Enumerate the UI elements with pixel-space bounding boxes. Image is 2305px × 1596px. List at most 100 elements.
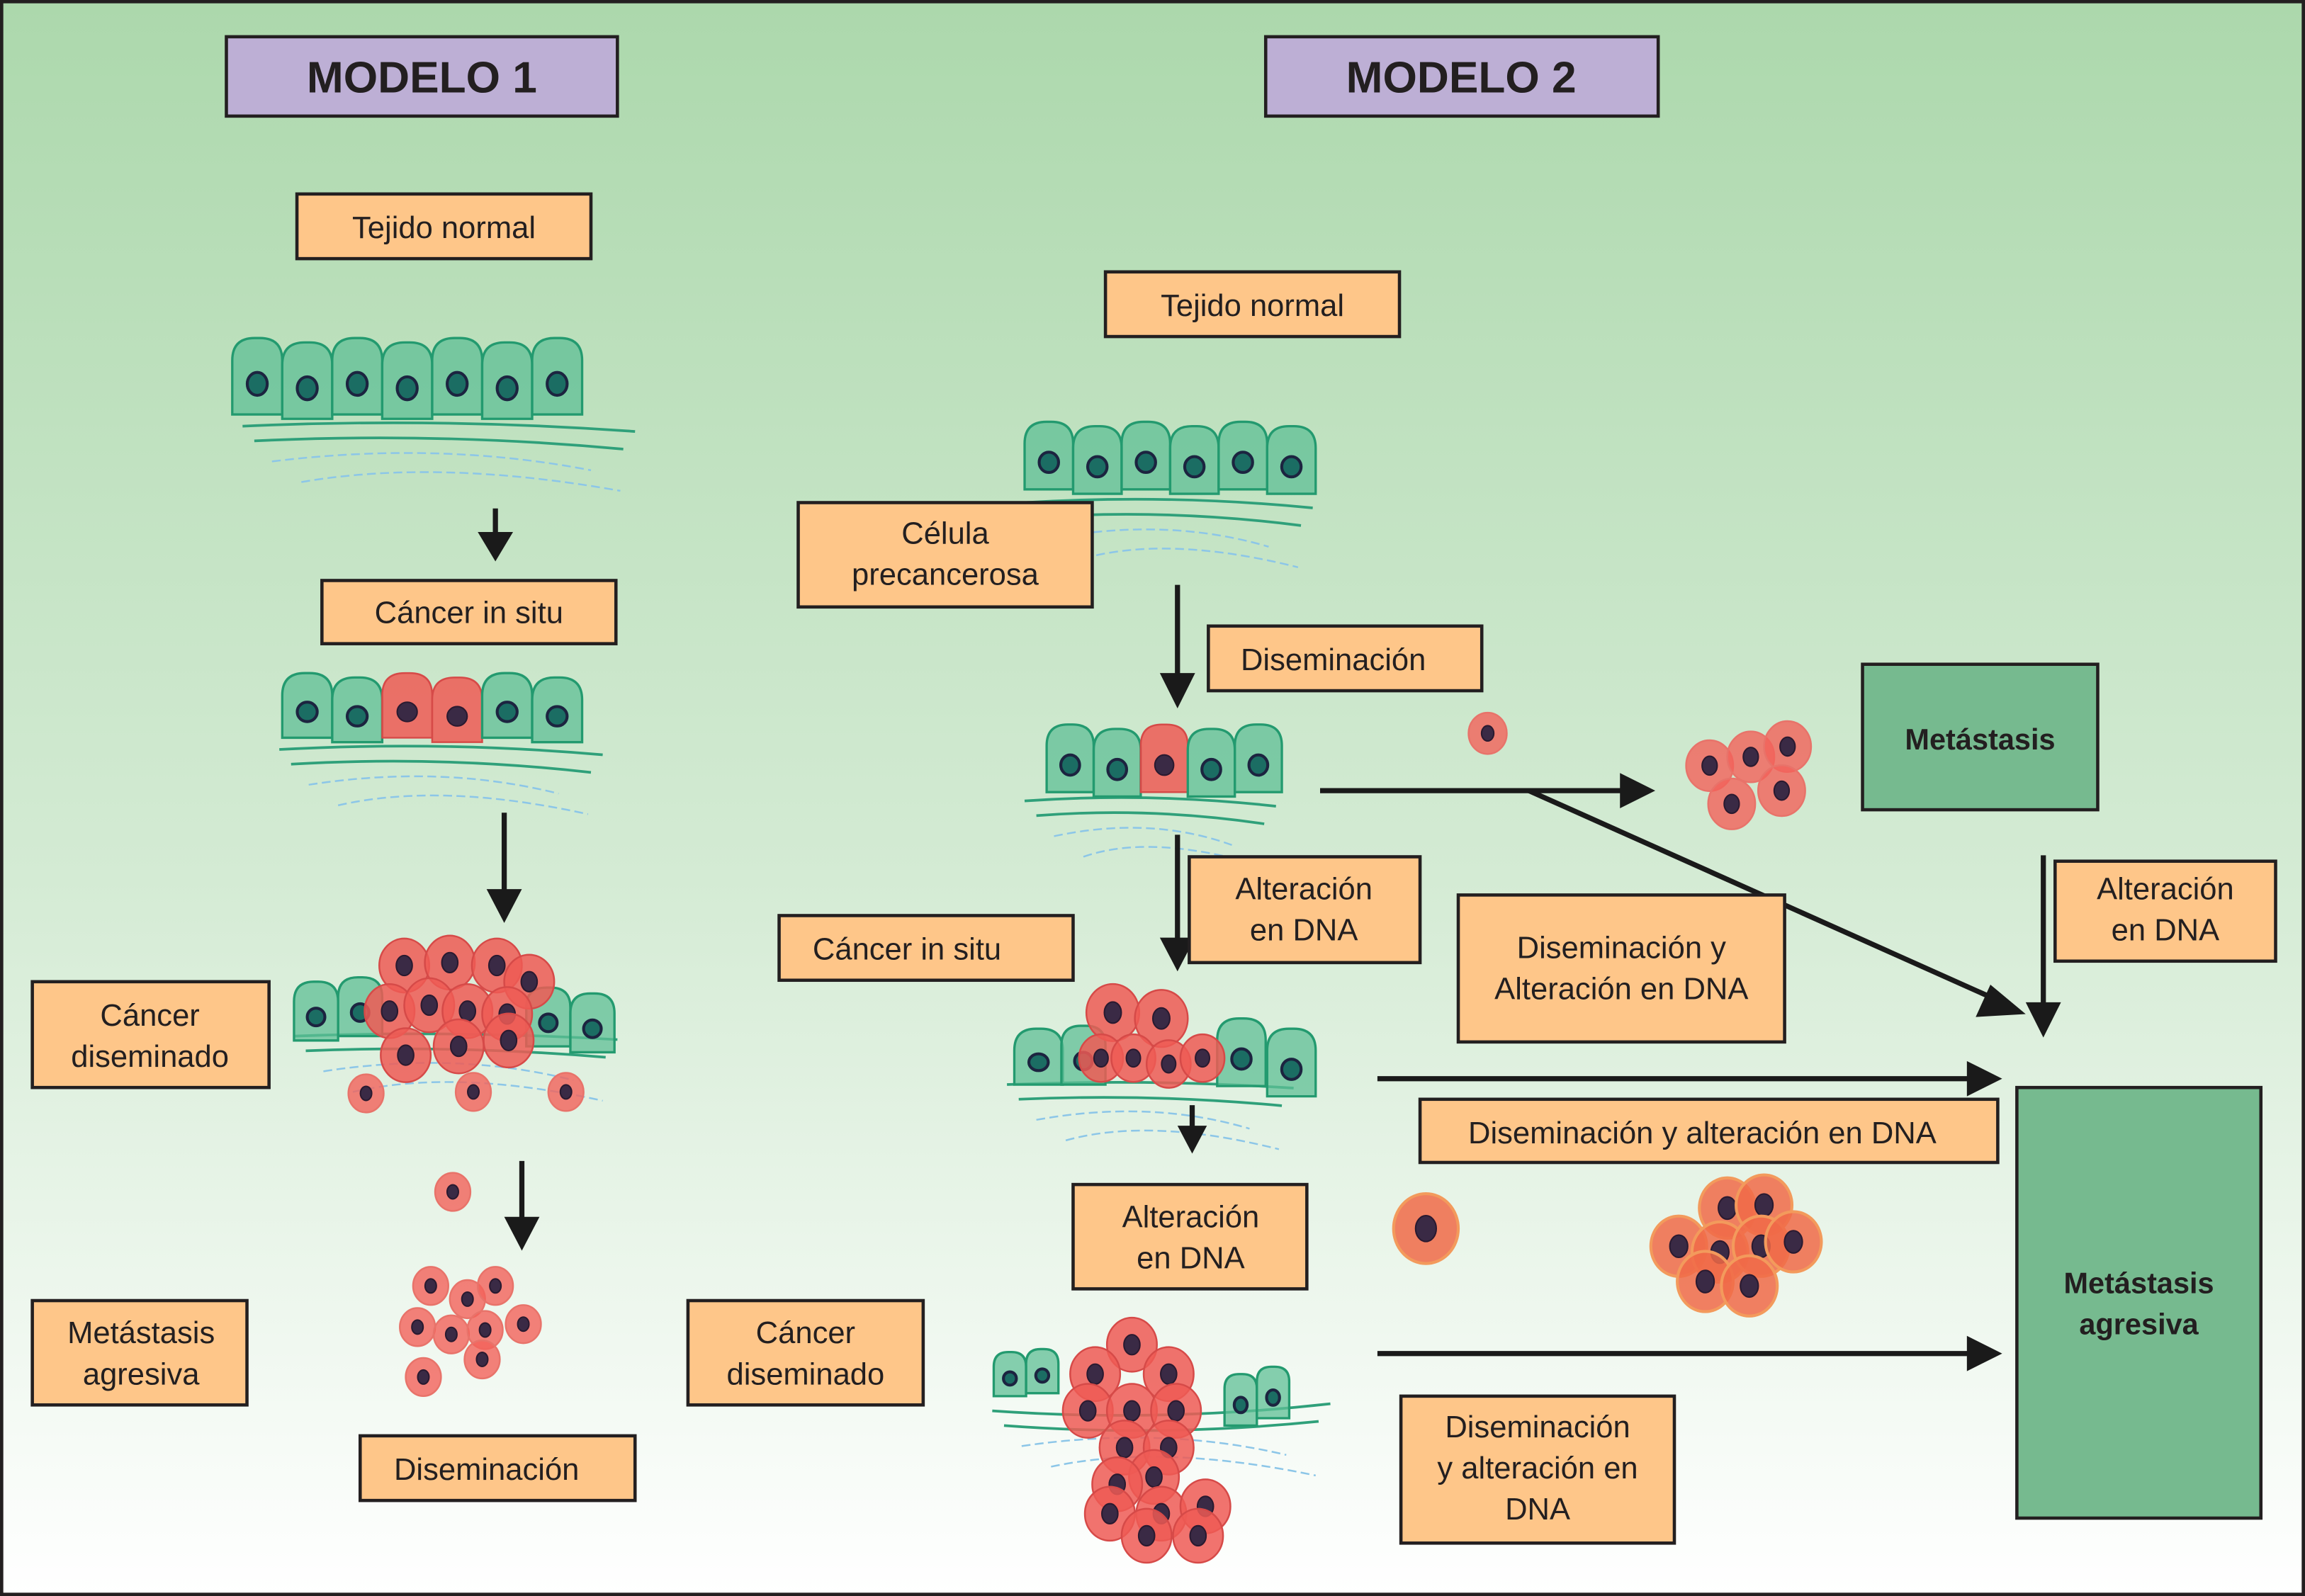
nucleus <box>1232 1396 1249 1415</box>
m2-arrow-1 <box>1159 584 1195 708</box>
m1-label-aggressive-metastasis: Metástasis agresiva <box>30 1298 249 1407</box>
nucleus <box>582 1018 603 1039</box>
m2-normal-tissue-illustration <box>1023 420 1317 568</box>
nucleus <box>1669 1234 1689 1259</box>
m1-arrow-2 <box>486 813 522 923</box>
nucleus <box>1059 753 1081 777</box>
nucleus <box>520 970 539 992</box>
m1-label-disseminated: Cáncer diseminado <box>30 980 271 1090</box>
m2-orange-cluster <box>1649 1173 1823 1318</box>
nucleus <box>395 954 413 977</box>
m2-in-situ-text: Cáncer in situ <box>813 933 1001 967</box>
m2-dna-right-line2: en DNA <box>2112 914 2219 948</box>
nucleus <box>411 1319 424 1335</box>
nucleus <box>458 1000 477 1022</box>
nucleus <box>1145 1466 1163 1488</box>
m2-normal-tissue-text: Tejido normal <box>1161 289 1344 323</box>
nucleus <box>1200 757 1222 781</box>
m2-dissemination-text: Diseminación <box>1241 643 1426 677</box>
m2-label-dna-alteration-right: Alteración en DNA <box>2053 859 2277 963</box>
nucleus <box>1161 1054 1177 1074</box>
basement-membrane <box>1024 796 1276 808</box>
m1-dissemination-text: Diseminación <box>394 1453 579 1487</box>
m1-metastasis-illustration <box>399 1172 542 1398</box>
connective-fiber <box>1083 548 1299 568</box>
nucleus <box>1154 754 1175 776</box>
m2-box-aggressive-metastasis: Metástasis agresiva <box>2015 1085 2263 1520</box>
nucleus <box>489 1278 502 1294</box>
nucleus <box>1695 1269 1715 1294</box>
m2-precancerous-line2: precancerosa <box>852 558 1039 592</box>
model1-title-box: MODELO 1 <box>225 35 619 118</box>
nucleus <box>1159 1363 1178 1385</box>
m2-arrow-to-metastasis <box>1320 773 1656 809</box>
nucleus <box>467 1084 480 1100</box>
nucleus <box>444 1326 458 1342</box>
nucleus <box>1134 451 1157 475</box>
m2-precancerous-line1: Célula <box>901 517 989 551</box>
m1-aggressive-line2: agresiva <box>83 1357 200 1391</box>
m1-disseminated-right-line1: Cáncer <box>756 1316 855 1350</box>
nucleus <box>446 370 469 397</box>
m1-normal-tissue-text: Tejido normal <box>352 211 536 245</box>
nucleus <box>1779 736 1796 757</box>
nucleus <box>1265 1388 1281 1407</box>
nucleus <box>446 706 468 727</box>
basement-membrane <box>1024 497 1313 509</box>
m2-label-precancerous: Célula precancerosa <box>796 501 1094 609</box>
nucleus <box>245 370 269 397</box>
m1-label-dissemination: Diseminación <box>358 1434 637 1502</box>
m2-arrow-2 <box>1159 834 1195 972</box>
m1-normal-tissue-illustration <box>231 336 636 492</box>
nucleus <box>1740 1274 1759 1298</box>
m1-arrow-1 <box>478 508 514 562</box>
nucleus <box>420 994 439 1017</box>
nucleus <box>424 1278 437 1294</box>
m2-single-cell <box>1467 711 1508 755</box>
nucleus <box>345 705 369 728</box>
nucleus <box>478 1322 492 1338</box>
m2-metastasis-cluster <box>1685 720 1813 830</box>
m1-disseminated-line2: diseminado <box>71 1040 229 1074</box>
nucleus <box>1247 753 1270 777</box>
nucleus <box>1480 725 1495 742</box>
m2-dna-right-line1: Alteración <box>2097 873 2234 907</box>
nucleus <box>1086 455 1109 479</box>
m1-label-in-situ: Cáncer in situ <box>320 579 618 645</box>
nucleus <box>495 375 519 402</box>
m2-precancerous-illustration <box>1024 723 1283 867</box>
connective-fiber <box>1036 1110 1250 1130</box>
m2-dna2-line1: Alteración <box>1122 1200 1260 1234</box>
nucleus <box>345 370 369 397</box>
basement-membrane <box>279 745 603 757</box>
connective-fiber <box>301 471 621 492</box>
m2-label-dna-alteration-1: Alteración en DNA <box>1188 855 1422 965</box>
nucleus <box>1742 747 1759 767</box>
nucleus <box>381 1000 399 1022</box>
nucleus <box>1002 1370 1018 1387</box>
m2-orange-single-cell <box>1392 1192 1460 1265</box>
nucleus <box>1103 1001 1122 1024</box>
basement-membrane <box>254 436 624 451</box>
m1-disseminated-illustration <box>293 934 618 1114</box>
connective-fiber <box>308 775 559 795</box>
nucleus <box>1034 1367 1051 1384</box>
m2-label-dissemination-dna-bottom: Diseminación y alteración en DNA <box>1399 1394 1676 1545</box>
m2-arrow-3 <box>1177 1105 1207 1154</box>
nucleus <box>1106 757 1129 781</box>
nucleus <box>500 1029 518 1051</box>
m2-dna1-line1: Alteración <box>1235 873 1373 907</box>
nucleus <box>359 1085 373 1102</box>
nucleus <box>1137 1524 1156 1547</box>
nucleus <box>1115 1437 1134 1459</box>
nucleus <box>538 1012 559 1034</box>
m2-dissem-dna-bottom-line3: DNA <box>1505 1493 1570 1527</box>
nucleus <box>295 701 319 723</box>
nucleus <box>1773 780 1791 801</box>
m2-arrow-insitu-to-aggressive <box>1377 1060 2002 1097</box>
nucleus <box>295 375 319 402</box>
m1-label-normal-tissue: Tejido normal <box>295 192 593 261</box>
nucleus <box>397 1044 415 1066</box>
